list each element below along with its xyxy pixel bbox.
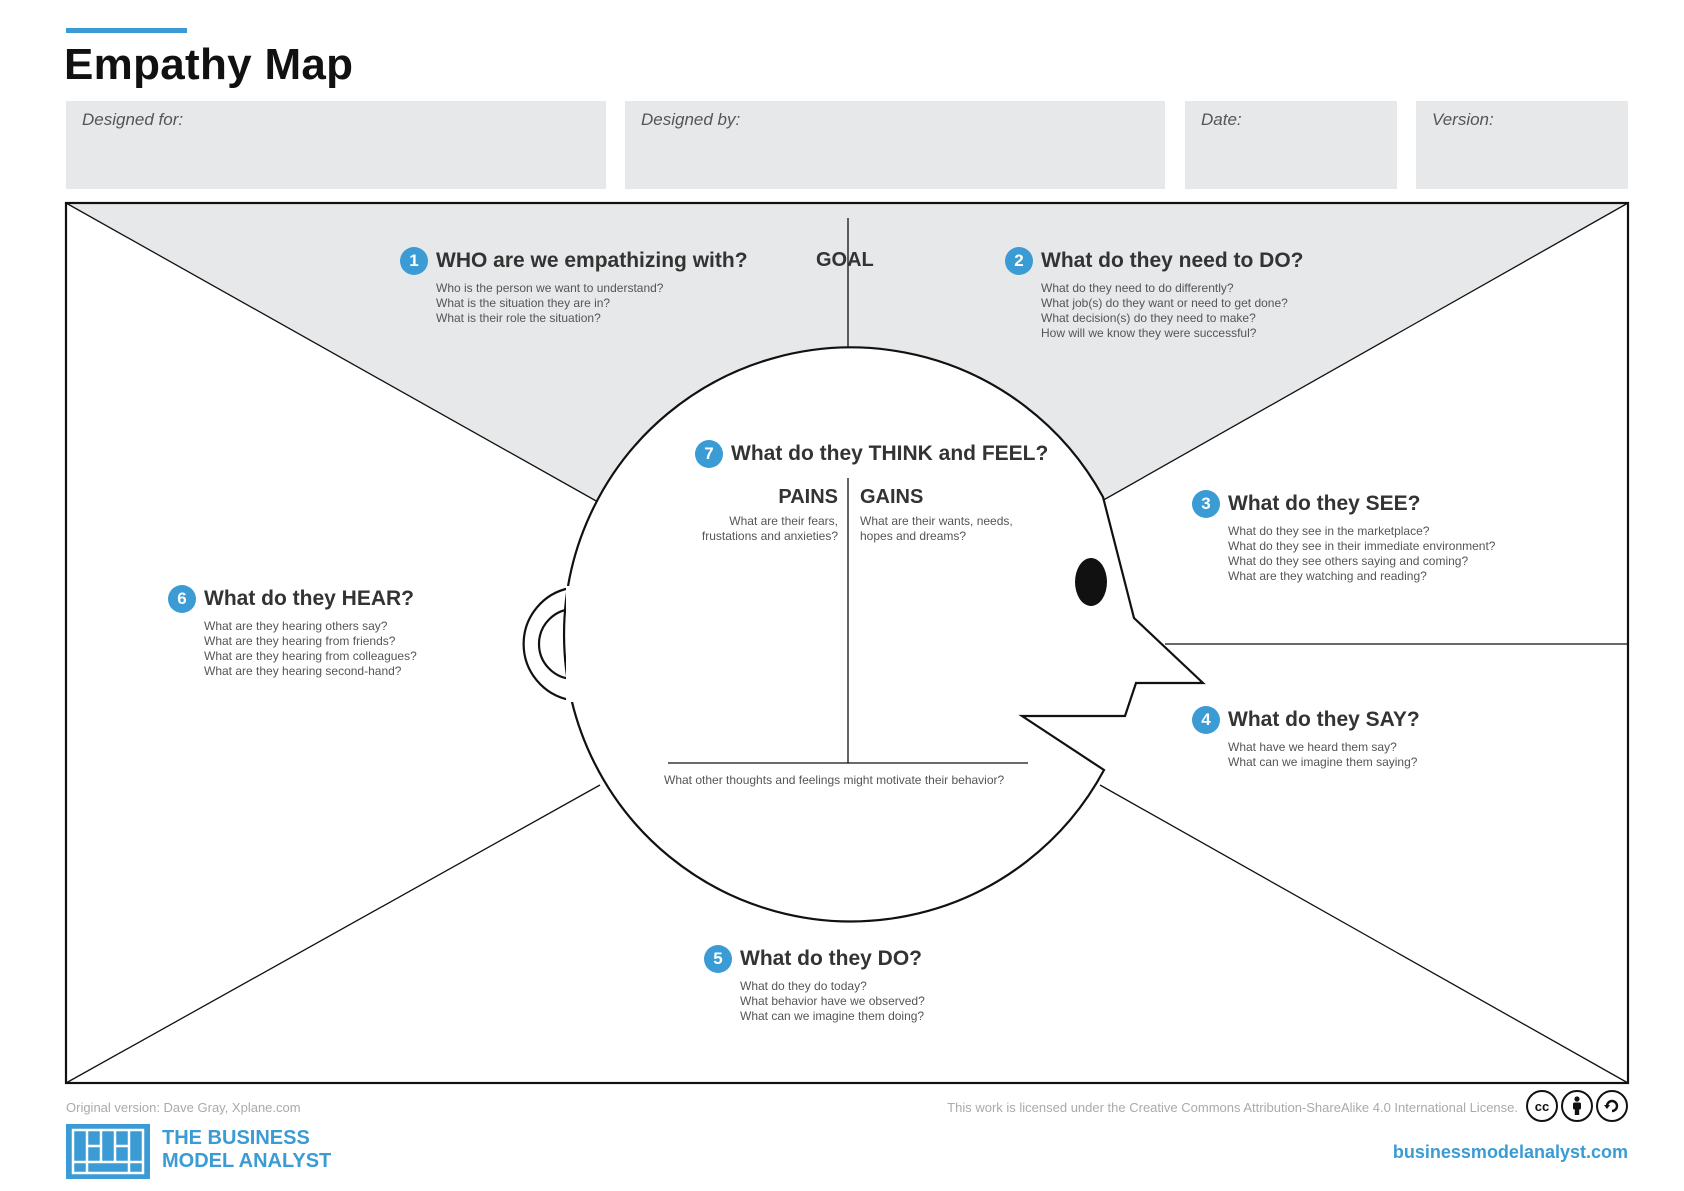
see-line: What do they see in the marketplace? [1228, 524, 1430, 538]
gains-description: What are their wants, needs, hopes and d… [860, 514, 1013, 544]
license-icons: cc [1526, 1090, 1628, 1122]
step-badge: 6 [168, 585, 196, 613]
say-title: What do they SAY? [1228, 708, 1420, 731]
see-line: What are they watching and reading? [1228, 569, 1427, 583]
goal-label: GOAL [816, 249, 874, 271]
do-title: What do they DO? [740, 947, 922, 970]
see-title: What do they SEE? [1228, 492, 1421, 515]
say-line: What can we imagine them saying? [1228, 755, 1418, 769]
section-who: 1 WHO are we empathizing with? Who is the… [400, 247, 748, 326]
section-say: 4 What do they SAY? What have we heard th… [1192, 706, 1420, 770]
hear-line: What are they hearing from friends? [204, 634, 396, 648]
who-line: What is the situation they are in? [436, 296, 611, 310]
diagonal-top-right [1099, 202, 1629, 503]
pains-description: What are their fears, frustations and an… [702, 514, 838, 544]
hear-line: What are they hearing from colleagues? [204, 649, 417, 663]
brand-logo-icon[interactable] [66, 1124, 150, 1179]
cc-icon: cc [1526, 1090, 1558, 1122]
date-label: Date: [1201, 110, 1242, 129]
section-hear: 6 What do they HEAR? What are they hearin… [168, 585, 417, 679]
need-to-do-line: What job(s) do they want or need to get … [1041, 296, 1288, 310]
do-line: What can we imagine them doing? [740, 1009, 925, 1023]
ear-outer [522, 586, 571, 702]
step-badge: 3 [1192, 490, 1220, 518]
do-line: What do they do today? [740, 979, 867, 993]
diagonal-bottom-left [65, 784, 601, 1084]
designed-by-label: Designed by: [641, 110, 741, 129]
sa-icon [1596, 1090, 1628, 1122]
need-to-do-title: What do they need to DO? [1041, 249, 1304, 272]
ear-inner [537, 607, 575, 681]
eye [1075, 558, 1107, 606]
section-need-to-do: 2 What do they need to DO? What do they n… [1005, 247, 1304, 341]
version-field[interactable]: Version: [1416, 101, 1628, 189]
step-badge: 5 [704, 945, 732, 973]
pains-line: What are their fears, [729, 514, 838, 528]
footer-license: This work is licensed under the Creative… [947, 1100, 1518, 1115]
footer-credit: Original version: Dave Gray, Xplane.com [66, 1100, 301, 1115]
who-line: What is their role the situation? [436, 311, 601, 325]
need-to-do-line: What do they need to do differently? [1041, 281, 1234, 295]
gains-title: GAINS [860, 486, 924, 508]
hear-title: What do they HEAR? [204, 587, 414, 610]
gains-line: What are their wants, needs, [860, 514, 1013, 528]
step-badge: 1 [400, 247, 428, 275]
need-to-do-line: What decision(s) do they need to make? [1041, 311, 1256, 325]
pains-title: PAINS [778, 486, 838, 508]
map-frame [64, 201, 1630, 1085]
step-badge: 7 [695, 440, 723, 468]
other-thoughts-text: What other thoughts and feelings might m… [664, 773, 1005, 787]
section-see: 3 What do they SEE? What do they see in t… [1192, 490, 1495, 584]
title-accent-bar [66, 28, 187, 33]
pains-line: frustations and anxieties? [701, 529, 838, 543]
page-title: Empathy Map [64, 40, 354, 89]
who-title: WHO are we empathizing with? [436, 249, 748, 272]
need-to-do-line: How will we know they were successful? [1041, 326, 1257, 340]
designed-for-label: Designed for: [82, 110, 184, 129]
diagonal-bottom-right [1099, 784, 1629, 1084]
see-line: What do they see in their immediate envi… [1228, 539, 1496, 553]
section-do: 5 What do they DO? What do they do today?… [704, 945, 925, 1024]
step-badge: 4 [1192, 706, 1220, 734]
do-line: What behavior have we observed? [740, 994, 925, 1008]
version-label: Version: [1432, 110, 1494, 129]
step-badge: 2 [1005, 247, 1033, 275]
brand-name-line: THE BUSINESS [162, 1127, 310, 1149]
section-think-feel: 7 What do they THINK and FEEL? [695, 440, 1048, 468]
by-icon [1561, 1090, 1593, 1122]
hear-line: What are they hearing others say? [204, 619, 388, 633]
gains-line: hopes and dreams? [860, 529, 967, 543]
site-url-link[interactable]: businessmodelanalyst.com [1392, 1142, 1628, 1162]
diagonal-top-left [65, 202, 599, 503]
designed-for-field[interactable]: Designed for: [66, 101, 606, 189]
say-line: What have we heard them say? [1228, 740, 1397, 754]
hear-line: What are they hearing second-hand? [204, 664, 402, 678]
think-feel-title: What do they THINK and FEEL? [731, 442, 1049, 465]
who-line: Who is the person we want to understand? [436, 281, 664, 295]
brand-name[interactable]: THE BUSINESS MODEL ANALYST [162, 1127, 331, 1173]
brand-name-line: MODEL ANALYST [162, 1150, 332, 1172]
date-field[interactable]: Date: [1185, 101, 1397, 189]
see-line: What do they see others saying and comin… [1228, 554, 1469, 568]
designed-by-field[interactable]: Designed by: [625, 101, 1165, 189]
